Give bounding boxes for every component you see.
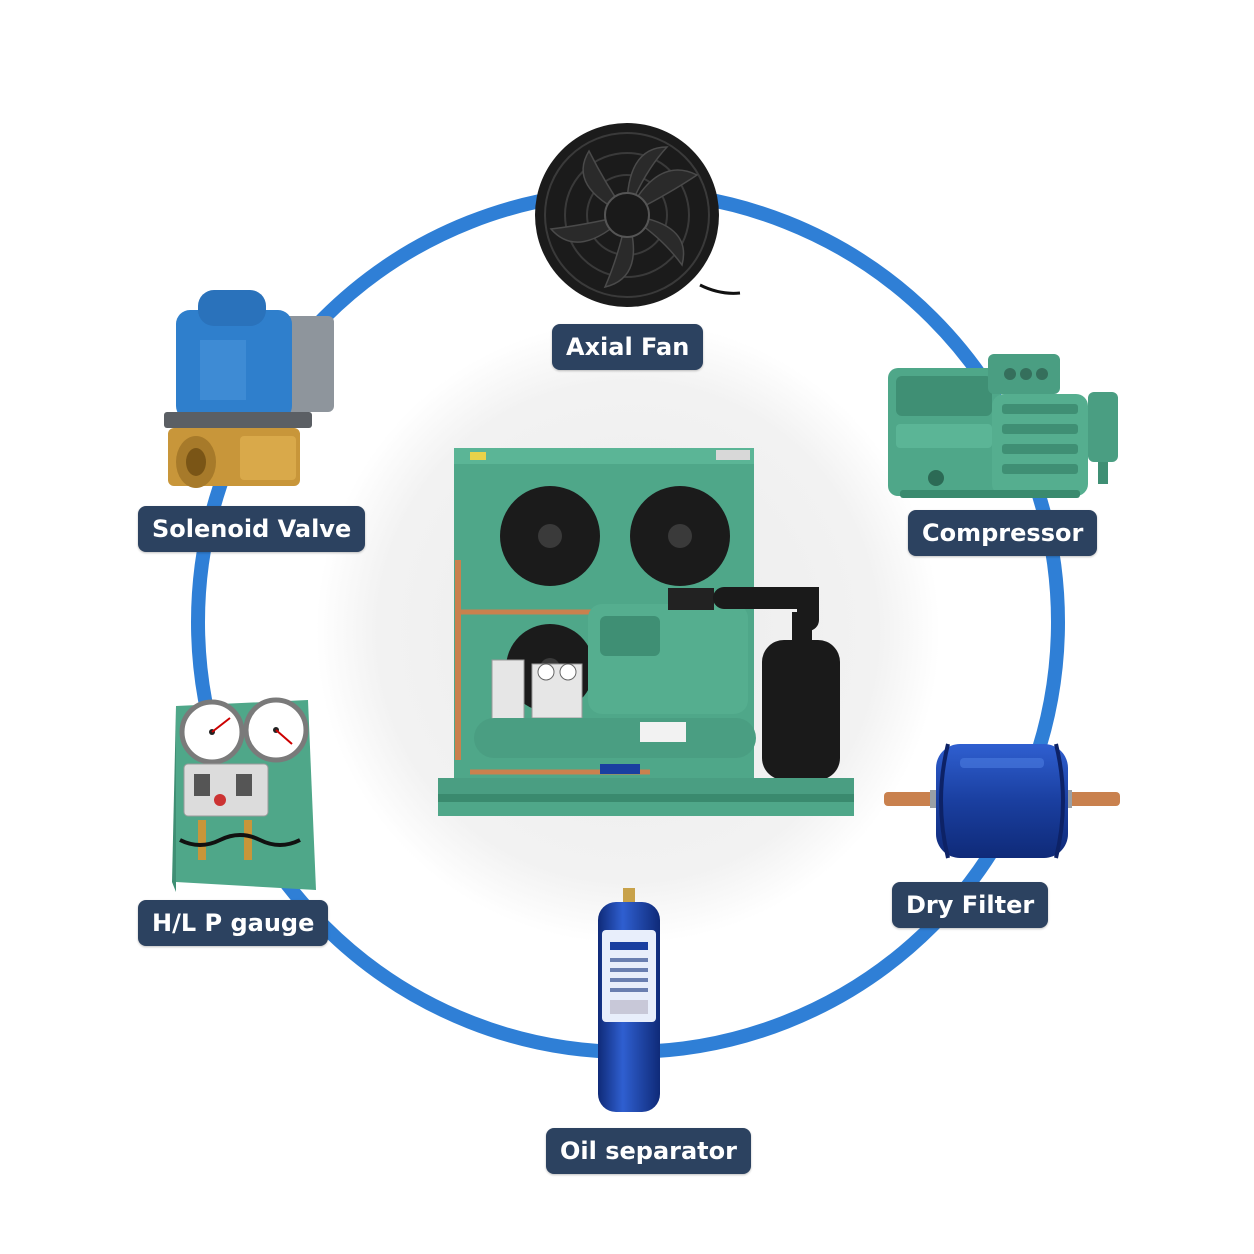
label-axial-fan: Axial Fan: [552, 324, 704, 370]
condensing-unit-icon: [438, 448, 854, 816]
oil-separator-icon: [598, 888, 660, 1112]
compressor-icon: [888, 354, 1118, 498]
label-compressor: Compressor: [908, 510, 1098, 556]
label-oil-separator: Oil separator: [546, 1128, 751, 1174]
label-dry-filter: Dry Filter: [892, 882, 1049, 928]
solenoid-valve-icon: [164, 290, 334, 488]
pressure-gauge-icon: [172, 697, 316, 892]
label-hl-p-gauge: H/L P gauge: [138, 900, 329, 946]
axial-fan-icon: [535, 123, 741, 307]
dry-filter-icon: [884, 743, 1120, 859]
label-solenoid-valve: Solenoid Valve: [138, 506, 366, 552]
